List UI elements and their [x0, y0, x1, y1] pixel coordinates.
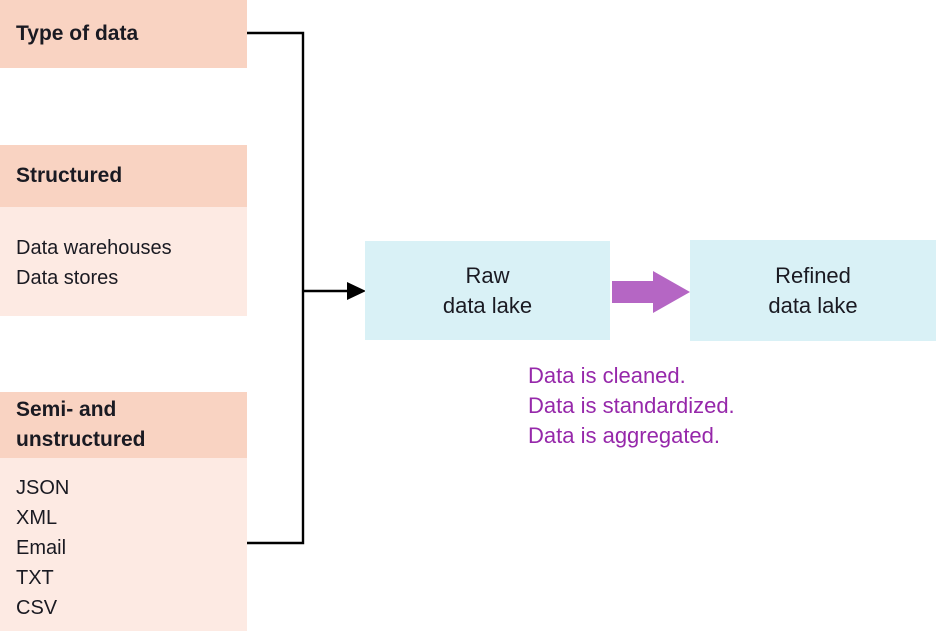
raw-lake-label-line2: data lake — [442, 292, 533, 318]
raw-lake-label-line1: Raw — [465, 262, 510, 288]
caption-line: Data is cleaned. — [528, 363, 686, 388]
transformation-caption: Data is cleaned. Data is standardized. D… — [528, 361, 735, 451]
type-of-data-title: Type of data — [16, 22, 139, 45]
black-arrowhead-icon — [347, 282, 366, 300]
structured-group-items: Data warehouses Data stores — [0, 207, 247, 316]
semi-unstructured-group-title: Semi- and unstructured — [16, 398, 146, 451]
caption-line: Data is standardized. — [528, 393, 735, 418]
flow-arrow-icon — [612, 271, 690, 313]
list-item: TXT — [16, 567, 54, 589]
caption-line: Data is aggregated. — [528, 423, 721, 448]
structured-group-header: Structured — [0, 145, 247, 207]
refined-lake-label-line2: data lake — [768, 292, 858, 318]
list-item: Data warehouses — [16, 237, 172, 259]
refined-lake-label-line1: Refined — [775, 262, 851, 288]
structured-group-title: Structured — [16, 164, 123, 187]
raw-data-lake-node: Raw data lake — [365, 241, 610, 340]
type-of-data-header: Type of data — [0, 0, 247, 68]
refined-data-lake-node: Refined data lake — [690, 240, 936, 341]
semi-unstructured-group-header: Semi- and unstructured — [0, 392, 247, 458]
list-item: XML — [16, 507, 58, 529]
list-item: Email — [16, 537, 67, 559]
list-item: Data stores — [16, 267, 119, 289]
semi-unstructured-group-items: JSON XML Email TXT CSV — [0, 458, 247, 631]
list-item: CSV — [16, 597, 58, 619]
list-item: JSON — [16, 477, 70, 499]
branch-connector-line — [247, 31, 305, 545]
